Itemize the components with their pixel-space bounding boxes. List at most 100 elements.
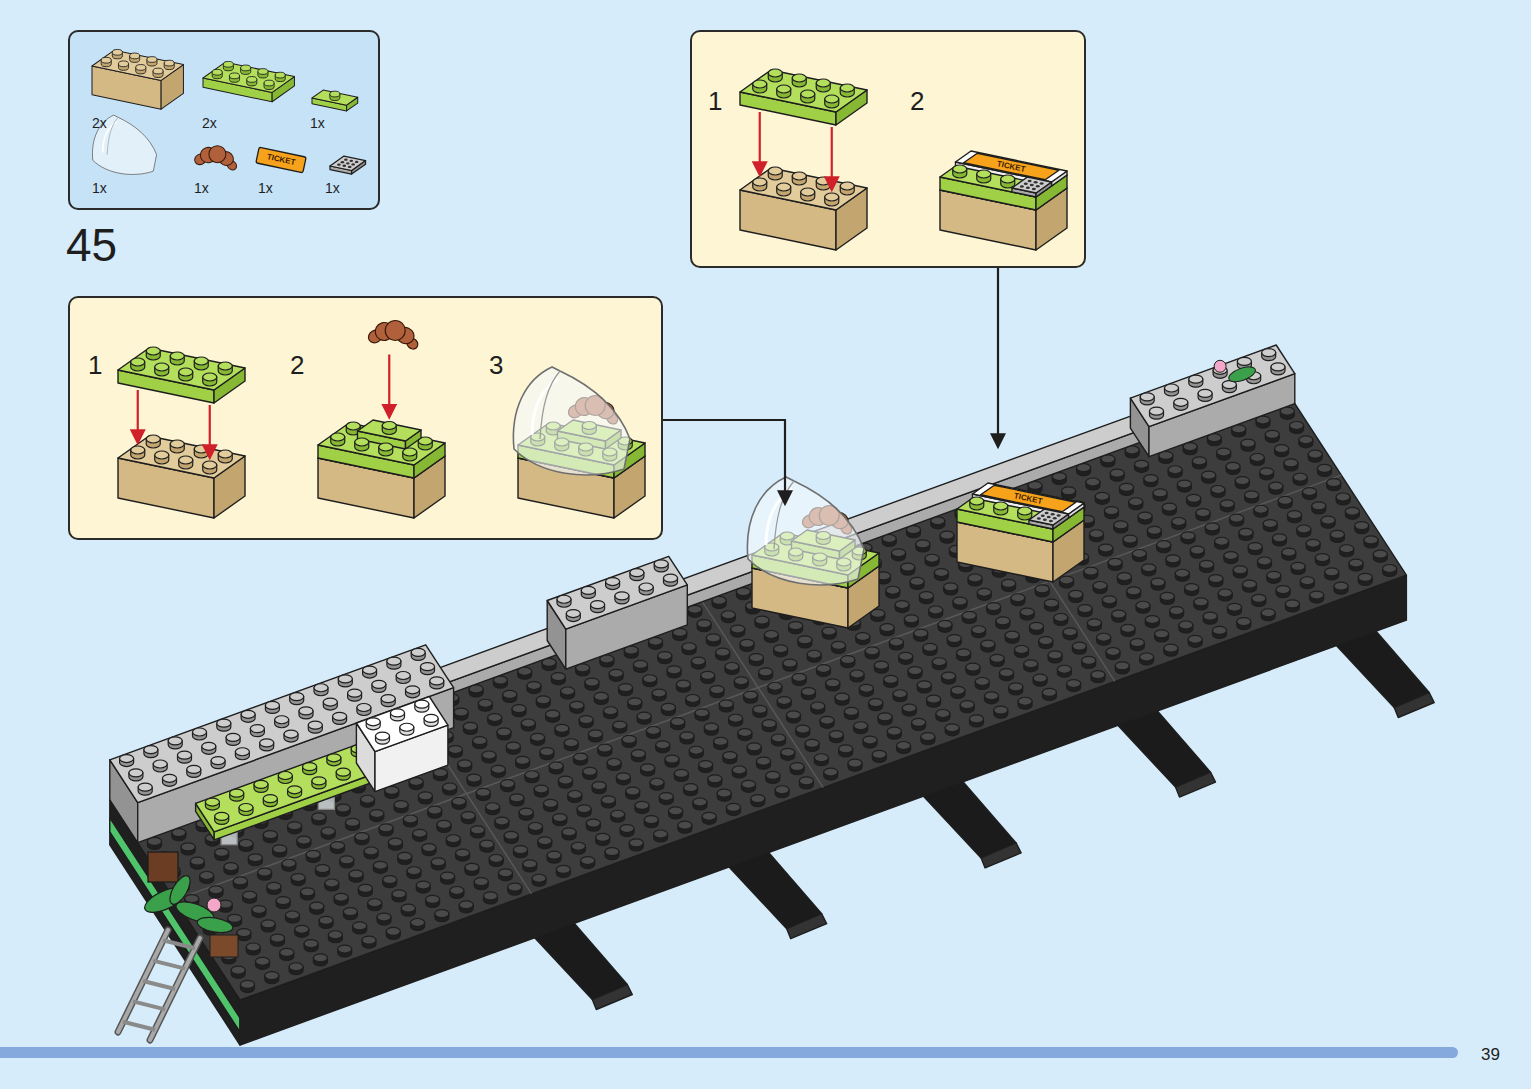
stud-top: [639, 583, 653, 591]
stud-top: [1262, 349, 1276, 357]
stud-top: [179, 456, 193, 464]
leaf: [166, 873, 194, 908]
stud-top: [616, 773, 630, 781]
stud-top: [637, 712, 651, 720]
stud-top: [1364, 536, 1378, 544]
stud-top: [265, 972, 279, 980]
stud-top: [147, 57, 157, 63]
stud-top: [1087, 619, 1101, 627]
stud-top: [1142, 564, 1156, 572]
stud-top: [1250, 453, 1264, 461]
stud-top: [1300, 577, 1314, 585]
keypad-key: [1030, 184, 1034, 187]
stud-top: [1108, 558, 1122, 566]
stud-top: [667, 666, 681, 674]
windscreen: [747, 477, 864, 585]
stud-top: [392, 890, 406, 898]
stud-top: [1330, 530, 1344, 538]
stud-top: [299, 707, 313, 715]
sub-step-number: 3: [489, 352, 503, 378]
stud-top: [985, 692, 999, 700]
stud-top: [755, 616, 769, 624]
stud-top: [589, 730, 603, 738]
stud-top: [601, 796, 615, 804]
stud-top: [501, 780, 515, 788]
stud-top: [934, 569, 948, 577]
stud-top: [1345, 507, 1359, 515]
stud-top: [721, 611, 735, 619]
stud-top: [391, 709, 405, 717]
part-count: 1x: [92, 181, 107, 195]
stud-top: [486, 803, 500, 811]
stud-top: [1114, 521, 1128, 529]
stud-top: [628, 698, 642, 706]
stud-top: [1260, 468, 1274, 476]
stud-top: [591, 601, 605, 609]
keypad-key: [348, 166, 352, 168]
stud-top: [364, 847, 378, 855]
stud-top: [631, 750, 645, 758]
stud-top: [656, 741, 670, 749]
stud-top: [901, 563, 915, 571]
stud-top: [747, 743, 761, 751]
stud-top: [508, 883, 522, 891]
keypad-key: [337, 163, 341, 165]
stud-top: [331, 842, 345, 850]
stud-top: [431, 858, 445, 866]
stud-top: [261, 920, 275, 928]
stud-top: [1063, 628, 1077, 636]
stud-top: [829, 731, 843, 739]
stud-top: [1106, 648, 1120, 656]
stud-top: [902, 704, 916, 712]
stud-top: [562, 828, 576, 836]
panel-fill: [690, 30, 1086, 268]
stud-top: [966, 663, 980, 671]
stud-top: [202, 742, 216, 750]
stud-top: [282, 859, 296, 867]
stud-top: [144, 746, 158, 754]
brick-2x4-tan: [92, 49, 183, 109]
stud-top: [886, 586, 900, 594]
stud-top: [291, 874, 305, 882]
stud-top: [1144, 475, 1158, 483]
stud-top: [314, 684, 328, 692]
keypad-key: [1047, 516, 1051, 519]
brick-top: [547, 556, 687, 629]
assembly-arrow: [388, 355, 390, 417]
stud-top: [719, 700, 733, 708]
stud-top: [301, 888, 315, 896]
stud-top: [962, 611, 976, 619]
stud-top: [346, 422, 360, 430]
keypad-key: [341, 161, 345, 163]
stud-top: [190, 857, 204, 865]
stud-top: [547, 851, 561, 859]
windscreen-glass: [92, 115, 156, 174]
stud-top: [163, 774, 177, 782]
stud-top: [316, 865, 330, 873]
brick-top: [356, 697, 448, 752]
stud-top: [740, 639, 754, 647]
stud-top: [686, 694, 700, 702]
stud-top: [181, 843, 195, 851]
ladder-rung: [153, 961, 185, 969]
stud-top: [1278, 496, 1292, 504]
brick-top: [118, 348, 245, 390]
ladder-rung: [143, 981, 175, 989]
croissant-segment: [385, 321, 405, 341]
sub-assembly-callout: 12: [690, 30, 1086, 268]
stud-top: [1235, 477, 1249, 485]
stud-top: [1271, 363, 1285, 371]
stud-top: [448, 746, 462, 754]
stud-top: [1009, 683, 1023, 691]
stud-top: [471, 826, 485, 834]
stud-top: [413, 829, 427, 837]
stud-top: [1205, 523, 1219, 531]
stud-top: [581, 857, 595, 865]
stud-top: [265, 701, 279, 709]
stud-top: [792, 673, 806, 681]
stud-top: [334, 893, 348, 901]
stud-top: [363, 666, 377, 674]
stud-top: [1168, 466, 1182, 474]
brick-top: [330, 156, 366, 170]
stud-top: [744, 691, 758, 699]
